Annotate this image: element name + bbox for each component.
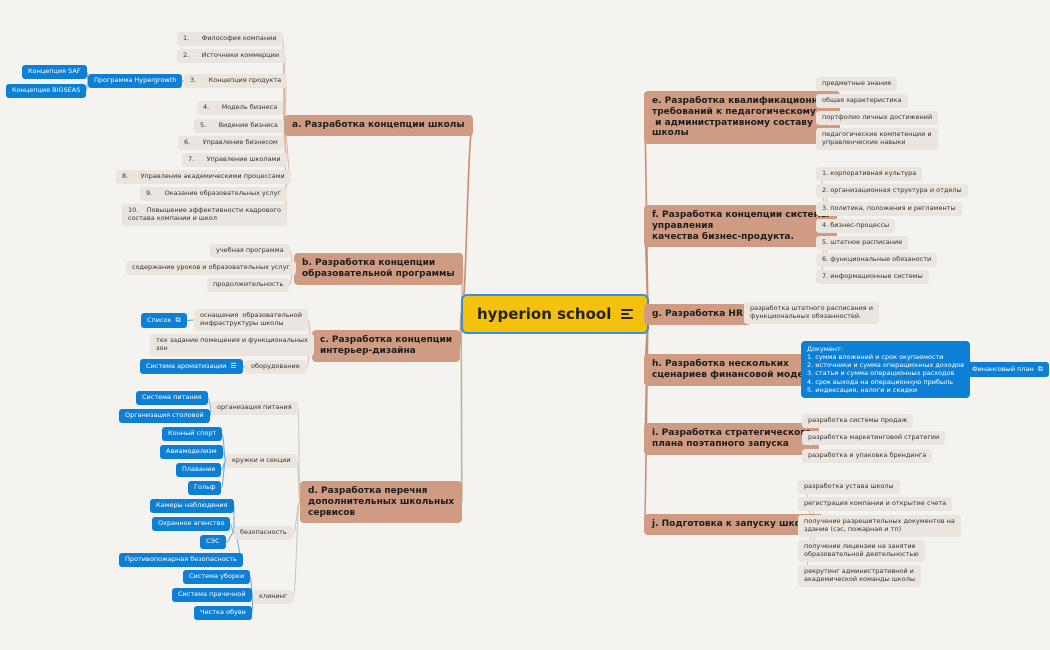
list-link[interactable]: Список⧉ (141, 313, 187, 328)
j-item-5[interactable]: рекрутинг административной и академическ… (798, 565, 921, 587)
sec-ses[interactable]: СЭС (200, 535, 226, 549)
list-link-label: Список (147, 316, 172, 324)
notes-icon[interactable]: ☰ (230, 362, 237, 370)
a-item-7[interactable]: 7. Управление школами (182, 153, 287, 167)
hypergrowth-program[interactable]: Программа Hypergrowth (88, 74, 183, 88)
d-group-cleaning[interactable]: клининг (253, 590, 294, 604)
g-item-1[interactable]: разработка штатного расписания и функцио… (744, 302, 879, 324)
club-swimming[interactable]: Плавание (176, 463, 222, 477)
branch-i[interactable]: i. Разработка стратегического плана поэт… (644, 423, 820, 455)
d-group-food[interactable]: организация питания (211, 401, 298, 415)
club-horse[interactable]: Конный спорт (162, 427, 223, 441)
club-aviamodel[interactable]: Авиамоделизм (160, 445, 223, 459)
b-item-3[interactable]: продолжительность (207, 278, 290, 292)
a-item-10[interactable]: 10. Повышение эффективности кадрового со… (122, 204, 287, 226)
c-item-1[interactable]: оснащения образовательной инфраструктуры… (194, 309, 308, 331)
branch-a[interactable]: a. Разработка концепции школы (284, 115, 473, 136)
i-item-3[interactable]: разработка и упаковка брендинга (802, 449, 933, 463)
financial-plan-label: Финансовый план (972, 365, 1034, 373)
f-item-3[interactable]: 3. политика, положения и регламенты (816, 202, 962, 216)
a-item-8[interactable]: 8. Управление академическими процессами (116, 170, 291, 184)
i-item-2[interactable]: разработка маркетинговой стратегии (802, 431, 946, 445)
sec-cameras[interactable]: Камеры наблюдения (150, 499, 234, 513)
aroma-system[interactable]: Система ароматизации☰ (140, 359, 243, 374)
sec-guard[interactable]: Охранное агенство (152, 517, 231, 531)
clean-laundry[interactable]: Система прачечной (172, 588, 252, 602)
branch-b[interactable]: b. Разработка концепции образовательной … (294, 253, 463, 285)
a-item-1[interactable]: 1. Философия компании (177, 32, 283, 46)
i-item-1[interactable]: разработка системы продаж (802, 414, 914, 428)
f-item-5[interactable]: 5. штатное расписание (816, 236, 909, 250)
j-item-1[interactable]: разработка устава школы (798, 480, 900, 494)
f-item-7[interactable]: 7. информационные системы (816, 270, 929, 284)
sec-fire[interactable]: Противопожарная безопасность (119, 553, 243, 567)
external-link-icon[interactable]: ⧉ (175, 316, 181, 324)
j-item-2[interactable]: регистрация компании и открытие счета (798, 497, 953, 511)
d-group-clubs[interactable]: кружки и секции (226, 454, 297, 468)
f-item-1[interactable]: 1. корпоративная культура (816, 167, 923, 181)
f-item-6[interactable]: 6. функциональные обязаности (816, 253, 938, 267)
financial-plan[interactable]: Финансовый план⧉ (966, 362, 1049, 377)
branch-h[interactable]: h. Разработка нескольких сценариев финан… (644, 354, 825, 386)
notes-icon[interactable] (621, 307, 634, 321)
c-item-3[interactable]: оборудование (245, 360, 306, 374)
canteen[interactable]: Организация столовой (119, 409, 210, 423)
d-group-security[interactable]: безопасность (234, 526, 293, 540)
f-item-4[interactable]: 4. бизнес-процессы (816, 219, 896, 233)
branch-j[interactable]: j. Подготовка к запуску школы (644, 514, 824, 535)
food-system[interactable]: Система питания (136, 391, 208, 405)
branch-g[interactable]: g. Разработка HR (644, 304, 751, 325)
branch-c[interactable]: c. Разработка концепции интерьер-дизайна (312, 330, 461, 362)
branch-f[interactable]: f. Разработка концепции системы управлен… (644, 205, 838, 248)
clean-shoes[interactable]: Чистка обуви (194, 606, 252, 620)
concept-bigseas[interactable]: Концепция BIGSEAS (6, 84, 87, 98)
b-item-2[interactable]: содержание уроков и образовательных услу… (126, 261, 296, 275)
external-link-icon[interactable]: ⧉ (1037, 365, 1043, 373)
f-item-2[interactable]: 2. организационная структура и отделы (816, 184, 968, 198)
a-item-4[interactable]: 4. Модель бизнеса (197, 101, 284, 115)
a-item-6[interactable]: 6. Управление бизнесом (178, 136, 284, 150)
aroma-system-label: Система ароматизации (146, 362, 227, 370)
c-item-2[interactable]: тех задание помещения и функциональных з… (150, 334, 314, 356)
e-item-3[interactable]: портфолио личных достижений (816, 111, 939, 125)
e-item-2[interactable]: общая характеристика (816, 94, 908, 108)
a-item-5[interactable]: 5. Видение бизнеса (194, 119, 284, 133)
concept-saf[interactable]: Концепция SAF (22, 65, 87, 79)
b-item-1[interactable]: учебная программа (210, 244, 290, 258)
club-golf[interactable]: Гольф (188, 481, 222, 495)
e-item-1[interactable]: предметные знания (816, 77, 898, 91)
a-item-3[interactable]: 3. Концепция продукта (184, 74, 288, 88)
j-item-3[interactable]: получение разрешительных документов на з… (798, 515, 961, 537)
branch-e[interactable]: e. Разработка квалификационных требовани… (644, 91, 840, 145)
center-topic-label: hyperion school (477, 305, 612, 323)
fin-model-doc[interactable]: Документ: 1. сумма вложений и срок окупа… (801, 341, 971, 398)
branch-d[interactable]: d. Разработка перечня дополнительных шко… (300, 481, 463, 524)
a-item-2[interactable]: 2. Источники коммерции (177, 49, 286, 63)
e-item-4[interactable]: педагогические компетенции и управленчес… (816, 128, 938, 150)
center-topic[interactable]: hyperion school (461, 294, 650, 334)
a-item-9[interactable]: 9. Оказание образовательных услуг (140, 187, 287, 201)
j-item-4[interactable]: получение лицензии на занятие образовате… (798, 540, 925, 562)
clean-system[interactable]: Система уборки (183, 570, 251, 584)
